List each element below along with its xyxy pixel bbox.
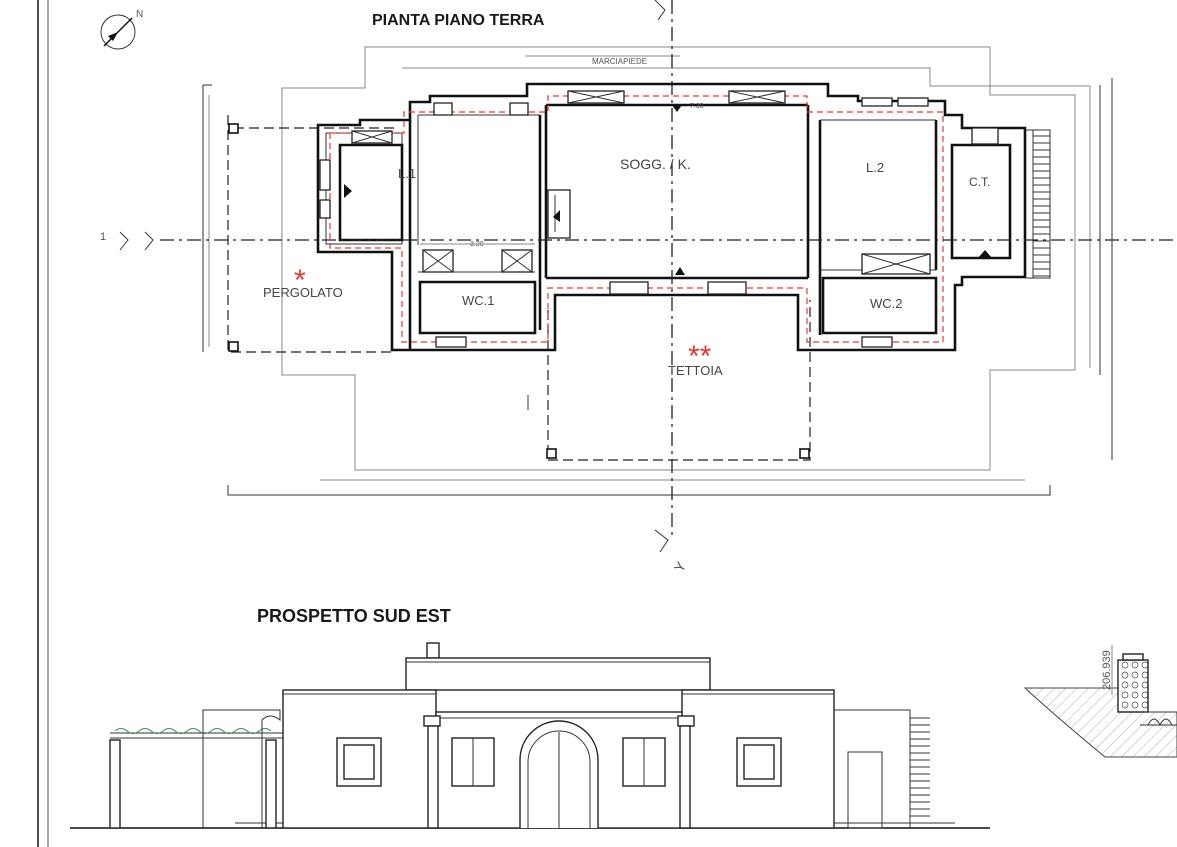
room-label-soggiorno: SOGG. / K. [620, 156, 691, 172]
dimension-label: 7.30 [690, 103, 704, 110]
entry-arrow-icon [672, 105, 682, 112]
south-east-elevation [70, 642, 990, 829]
section-1-label: 1 [100, 231, 106, 243]
entry-arrow-icon [675, 267, 685, 275]
arched-door [519, 720, 599, 828]
elevation-stair [910, 717, 930, 824]
north-label: N [136, 9, 143, 20]
context-lines [202, 46, 1113, 496]
area-label-tettoia: TETTOIA [668, 363, 723, 378]
tettoia-area [527, 300, 811, 461]
plan-title: PIANTA PIANO TERRA [372, 12, 545, 29]
sheet-border [37, 0, 49, 847]
area-label-pergolato: PERGOLATO [263, 285, 343, 300]
entry-arrow-icon [344, 184, 352, 198]
room-label-wc2: WC.2 [870, 296, 903, 311]
room-label-l1: L.1 [398, 166, 416, 181]
elevation-title: PROSPETTO SUD EST [257, 606, 451, 626]
wall-section-detail: 206.939 [1023, 645, 1177, 758]
room-label-wc1: WC.1 [462, 293, 495, 308]
elevation-value-label: 206.939 [1101, 650, 1113, 690]
room-label-ct: C.T. [969, 175, 990, 189]
pergola [109, 728, 283, 829]
insulation-line [329, 95, 944, 343]
section-y-label: Y [671, 558, 690, 575]
pergolato-star-marker: * [294, 264, 306, 297]
windows [319, 90, 999, 348]
elevation-windows [336, 737, 782, 787]
entry-arrow-icon [553, 210, 560, 222]
tettoia-star-marker: ** [688, 340, 712, 373]
entry-arrow-icon [978, 250, 992, 258]
interior-walls [338, 103, 1012, 350]
exterior-stair [1025, 129, 1051, 279]
marciapiede-label: MARCIAPIEDE [592, 57, 647, 66]
room-label-l2: L.2 [866, 160, 884, 175]
ground-floor-plan: MARCIAPIEDE [100, 0, 1177, 575]
pergolato-area [227, 115, 395, 353]
north-arrow-icon: N [100, 9, 143, 50]
